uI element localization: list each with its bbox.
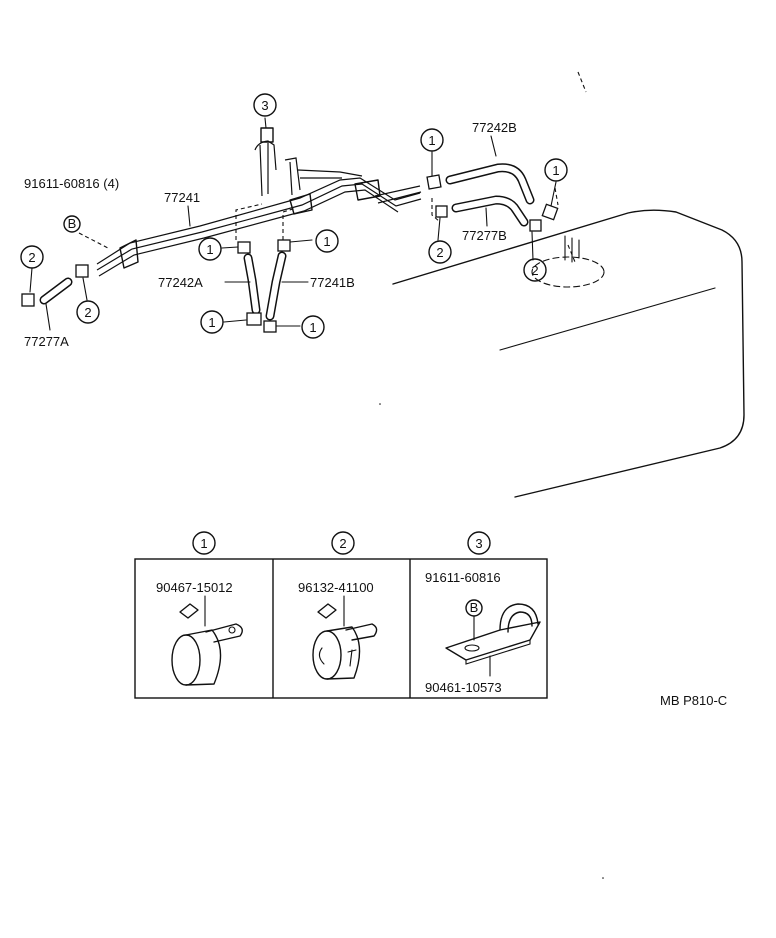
svg-text:1: 1 — [323, 234, 330, 249]
svg-text:1: 1 — [206, 242, 213, 257]
bolt-marker-b: B — [63, 215, 81, 233]
hose-clip-1-illustration — [171, 595, 243, 686]
legend-header-3: 3 — [467, 531, 491, 555]
main-tube-bundle — [96, 140, 422, 277]
callout-circle-1-c: 1 — [198, 237, 222, 261]
legend-label-bolt-3: 91611-60816 — [425, 570, 501, 585]
callout-leaders — [29, 117, 557, 331]
hose-77241B — [265, 251, 287, 321]
callout-circle-2-b: 2 — [523, 258, 547, 282]
callout-circle-2-a: 2 — [428, 240, 452, 264]
label-77241: 77241 — [164, 190, 200, 205]
svg-text:2: 2 — [436, 245, 443, 260]
hose-77277A — [39, 277, 73, 305]
dashed-leaders — [78, 71, 587, 263]
small-clips — [21, 174, 559, 333]
svg-text:B: B — [68, 216, 77, 231]
hose-clip-2-illustration — [312, 595, 378, 680]
svg-text:B: B — [470, 600, 479, 615]
legend-header-1: 1 — [192, 531, 216, 555]
speck — [602, 877, 604, 879]
svg-text:1: 1 — [208, 315, 215, 330]
legend-box — [134, 558, 548, 699]
svg-text:1: 1 — [200, 536, 207, 551]
label-bolt-spec: 91611-60816 (4) — [24, 176, 119, 191]
bolt-marker-b-legend: B — [465, 599, 483, 617]
callout-circle-3-top: 3 — [253, 93, 277, 117]
svg-text:1: 1 — [552, 163, 559, 178]
svg-text:1: 1 — [309, 320, 316, 335]
svg-text:3: 3 — [261, 98, 268, 113]
callout-circle-1-a: 1 — [420, 128, 444, 152]
svg-text:1: 1 — [428, 133, 435, 148]
hose-77277B — [451, 195, 529, 227]
legend-header-2: 2 — [331, 531, 355, 555]
label-77242B: 77242B — [472, 120, 517, 135]
legend-label-clip-2: 96132-41100 — [298, 580, 374, 595]
callout-circle-2-d: 2 — [76, 300, 100, 324]
svg-text:2: 2 — [28, 250, 35, 265]
speck — [379, 403, 381, 405]
fuel-tank-outline — [392, 209, 745, 498]
tube-clamp-3-illustration — [445, 603, 541, 677]
drawing-code: MB P810-C — [660, 693, 727, 708]
label-77241B: 77241B — [310, 275, 355, 290]
callout-circle-1-f: 1 — [301, 315, 325, 339]
legend-label-clip-1: 90467-15012 — [156, 580, 233, 595]
callout-circle-1-d: 1 — [315, 229, 339, 253]
callout-circle-2-c: 2 — [20, 245, 44, 269]
hose-77242A — [243, 253, 261, 315]
callout-circle-1-b: 1 — [544, 158, 568, 182]
label-77277B: 77277B — [462, 228, 507, 243]
svg-text:3: 3 — [475, 536, 482, 551]
label-77277A: 77277A — [24, 334, 69, 349]
callout-circle-1-e: 1 — [200, 310, 224, 334]
label-77242A: 77242A — [158, 275, 203, 290]
hose-77242B — [445, 163, 535, 205]
svg-text:2: 2 — [84, 305, 91, 320]
svg-text:2: 2 — [531, 263, 538, 278]
svg-text:2: 2 — [339, 536, 346, 551]
legend-label-clamp-3: 90461-10573 — [425, 680, 502, 695]
